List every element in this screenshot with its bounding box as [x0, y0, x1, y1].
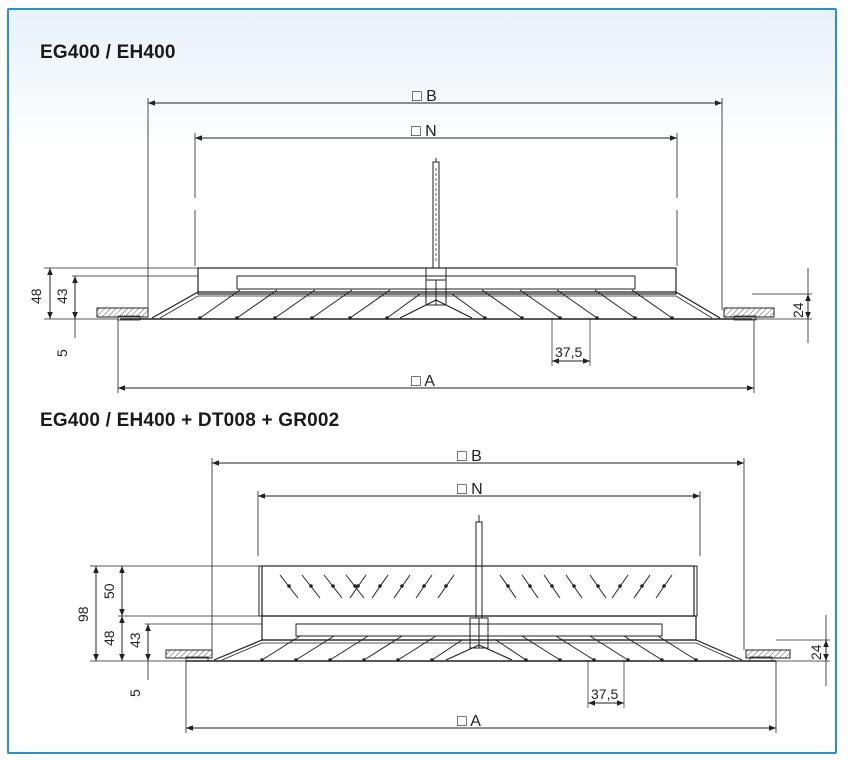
- diagram-2-title: EG400 / EH400 + DT008 + GR002: [40, 410, 340, 431]
- diagram-1: [44, 98, 812, 393]
- dim2-pitch: 37,5: [591, 686, 618, 702]
- diagram-1-title: EG400 / EH400: [40, 42, 176, 63]
- dim2-43: 43: [127, 632, 143, 648]
- dim2-a-label: □ A: [457, 713, 481, 730]
- dim2-5: 5: [127, 689, 143, 697]
- diagram-2: [90, 458, 830, 733]
- dim2-b-label: □ B: [457, 448, 482, 465]
- dim-43: 43: [54, 288, 70, 304]
- dim-24: 24: [790, 302, 806, 318]
- dim-48: 48: [28, 288, 44, 304]
- dim-b-label: □ B: [412, 88, 437, 105]
- dim-a-label: □ A: [411, 373, 435, 390]
- dim-pitch: 37,5: [555, 344, 582, 360]
- dim-5: 5: [54, 349, 70, 357]
- dim2-n-label: □ N: [457, 481, 483, 498]
- dim-n-label: □ N: [411, 123, 437, 140]
- dim2-50: 50: [101, 583, 117, 599]
- dim2-98: 98: [75, 606, 91, 622]
- dim2-24: 24: [808, 644, 824, 660]
- dim2-48: 48: [101, 630, 117, 646]
